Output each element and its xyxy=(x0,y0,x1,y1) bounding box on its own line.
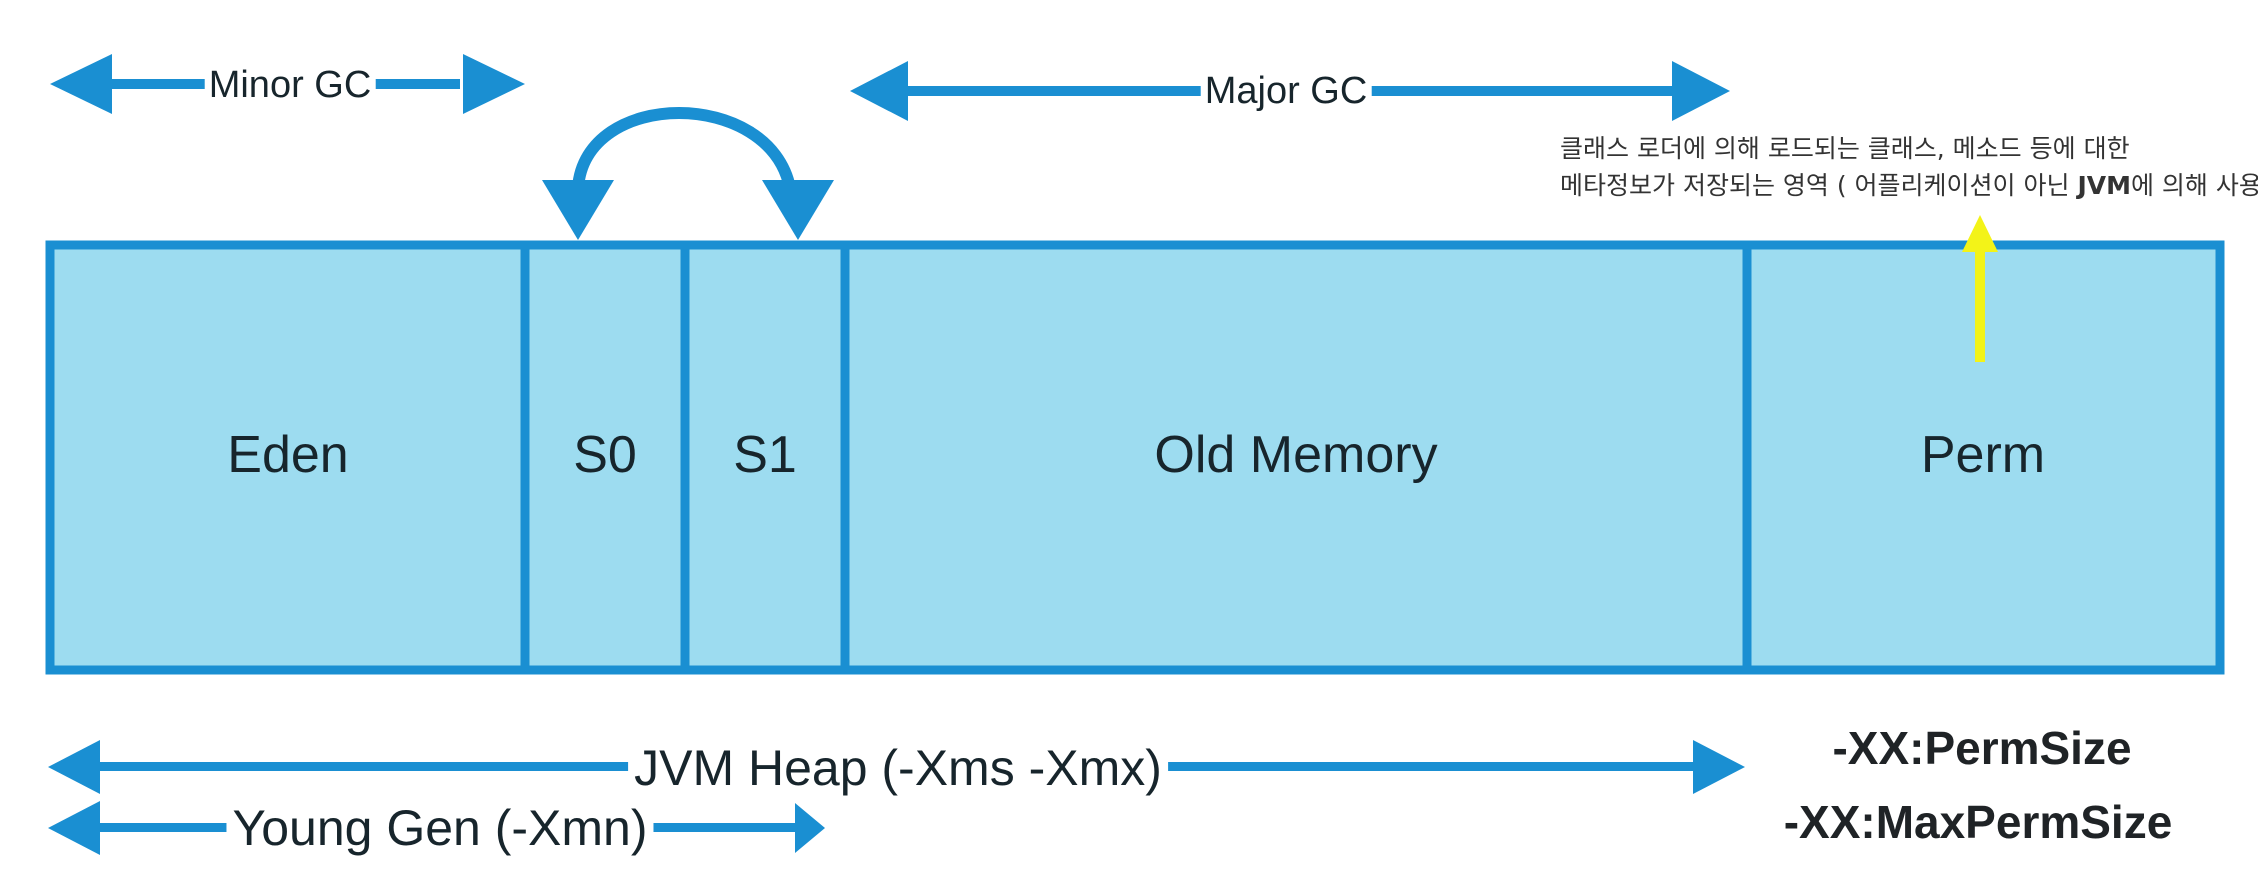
perm-note-jvm: JVM xyxy=(2077,171,2131,200)
perm-label: Perm xyxy=(1920,426,2046,484)
max-perm-size-option: -XX:MaxPermSize xyxy=(1783,796,2173,848)
perm-region xyxy=(1742,240,2225,675)
survivor-swap-arrow xyxy=(542,107,834,240)
perm-note-line-1: 클래스 로더에 의해 로드되는 클래스, 메소드 등에 대한 xyxy=(1560,134,2130,163)
major-gc-label: Major GC xyxy=(1200,72,1372,110)
perm-note-line-2: 메타정보가 저장되는 영역 ( 어플리케이션이 아닌 JVM에 의해 사용) xyxy=(1560,167,2258,204)
s0-label: S0 xyxy=(573,426,637,484)
perm-note-line-2-start: 메타정보가 저장되는 영역 ( 어플리케이션이 아닌 xyxy=(1560,171,2078,200)
minor-gc-label: Minor GC xyxy=(204,66,376,104)
highlight-arrow xyxy=(1962,215,1998,362)
eden-label: Eden xyxy=(227,426,349,484)
eden-region xyxy=(45,240,530,675)
s0-region xyxy=(520,240,690,675)
jvm-heap-label: JVM Heap (-Xms -Xmx) xyxy=(628,743,1168,793)
old-memory-label: Old Memory xyxy=(1154,426,1438,484)
s1-label: S1 xyxy=(733,426,797,484)
perm-size-option: -XX:PermSize xyxy=(1832,722,2132,774)
young-gen-label: Young Gen (-Xmn) xyxy=(226,803,654,853)
s1-region xyxy=(680,240,850,675)
perm-note-line-2-end: 에 의해 사용) xyxy=(2130,171,2258,200)
perm-description-note: 클래스 로더에 의해 로드되는 클래스, 메소드 등에 대한 메타정보가 저장되… xyxy=(1560,130,2258,204)
memory-regions xyxy=(45,240,2225,675)
old-memory-region xyxy=(840,240,1752,675)
